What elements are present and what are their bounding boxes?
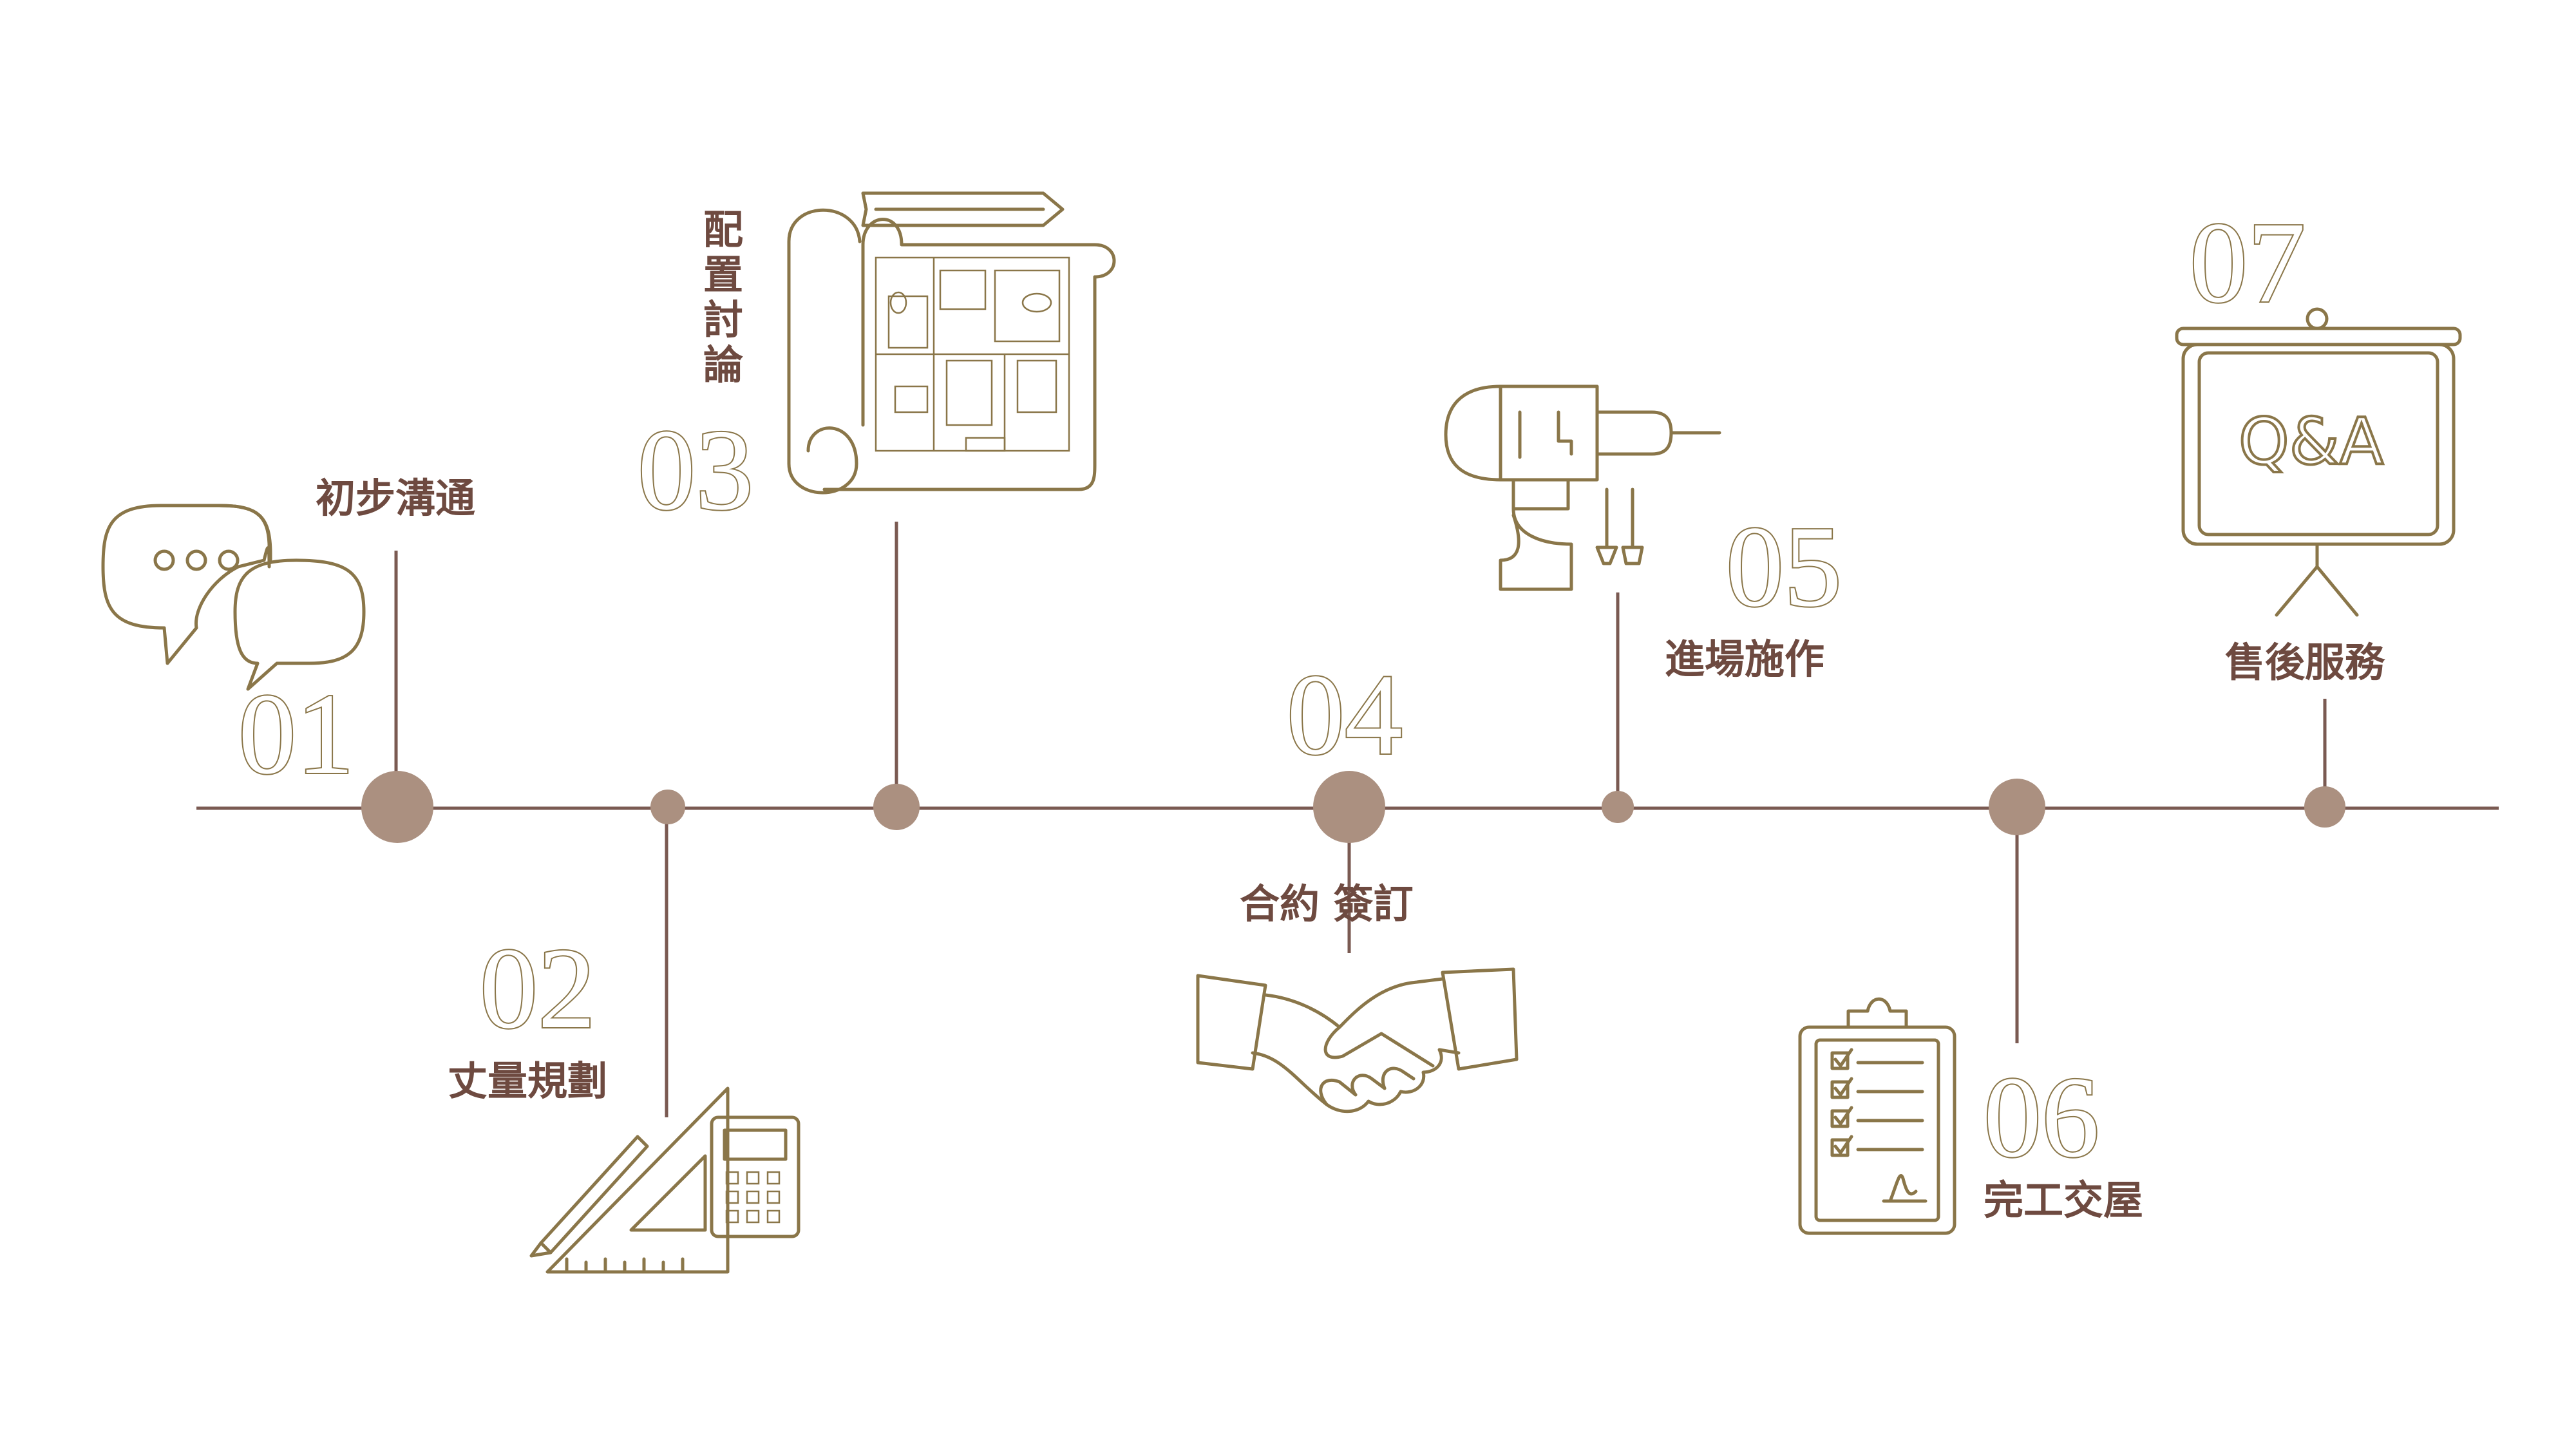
power-drill-icon xyxy=(1444,384,1721,591)
step-07-label: 售後服務 xyxy=(2225,639,2385,686)
step-02-label: 丈量規劃 xyxy=(448,1057,607,1104)
qa-presentation-board-icon xyxy=(2175,307,2462,617)
step-04-number: 04 xyxy=(1287,650,1403,779)
node-step-02 xyxy=(650,790,685,824)
step-03-label: 配 置 討 論 xyxy=(703,206,743,388)
step-05-label: 進場施作 xyxy=(1665,636,1824,683)
svg-text:置: 置 xyxy=(703,251,743,298)
floor-plan-blueprint-icon xyxy=(787,191,1116,495)
step-01-number: 01 xyxy=(238,670,354,798)
ruler-pencil-calculator-icon xyxy=(529,1086,800,1274)
step-02-number: 02 xyxy=(480,924,596,1052)
step-01-label: 初步溝通 xyxy=(316,475,475,522)
node-step-07 xyxy=(2304,786,2345,828)
chat-bubbles-icon xyxy=(101,504,366,691)
svg-text:配: 配 xyxy=(703,206,743,253)
step-05-number: 05 xyxy=(1726,502,1842,630)
node-step-05 xyxy=(1602,791,1634,823)
svg-text:討: 討 xyxy=(703,296,743,343)
node-step-01 xyxy=(361,771,433,843)
step-03-number: 03 xyxy=(638,406,753,534)
qa-board-text: Q&A xyxy=(2239,404,2383,479)
node-step-04 xyxy=(1313,771,1385,843)
step-07-number: 07 xyxy=(2190,198,2306,327)
step-04-label: 合約 簽訂 xyxy=(1240,880,1414,927)
node-step-06 xyxy=(1989,779,2045,835)
step-06-label: 完工交屋 xyxy=(1984,1177,2143,1224)
svg-text:論: 論 xyxy=(703,341,743,388)
checklist-clipboard-icon xyxy=(1798,997,1956,1235)
node-step-03 xyxy=(873,784,920,830)
handshake-icon xyxy=(1196,967,1519,1113)
step-06-number: 06 xyxy=(1984,1053,2099,1181)
